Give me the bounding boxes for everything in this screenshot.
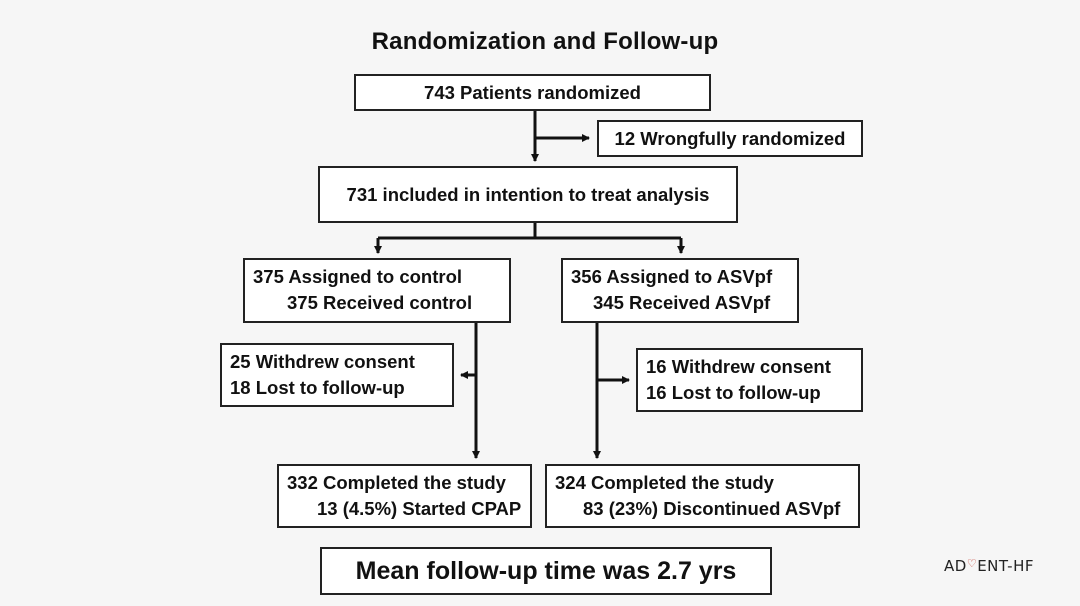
randomized-text: 743 Patients randomized [424,82,641,103]
itt-box: 731 included in intention to treat analy… [318,166,738,223]
mean-followup-box: Mean follow-up time was 2.7 yrs [320,547,772,595]
asv-lost-text: 16 Lost to follow-up [646,382,821,403]
wrongful-text: 12 Wrongfully randomized [614,128,846,149]
slide-title: Randomization and Follow-up [371,28,719,55]
asv-assigned-text: 356 Assigned to ASVpf [571,266,773,287]
itt-text: 731 included in intention to treat analy… [346,184,710,205]
wrongful-box: 12 Wrongfully randomized [597,120,863,157]
control-assigned-text: 375 Assigned to control [253,266,463,287]
asv-assigned-box: 356 Assigned to ASVpf 345 Received ASVpf [561,258,799,323]
logo-suffix: ENT-HF [977,557,1034,575]
control-received-text: 375 Received control [287,292,473,313]
asv-withdrawn-box: 16 Withdrew consent 16 Lost to follow-up [636,348,863,412]
asv-completed-box: 324 Completed the study 83 (23%) Discont… [545,464,860,528]
asv-received-text: 345 Received ASVpf [593,292,771,313]
control-lost-text: 18 Lost to follow-up [230,377,405,398]
mean-followup-text: Mean follow-up time was 2.7 yrs [355,557,737,585]
heart-icon: ♡ [966,557,978,570]
asv-withdrew-text: 16 Withdrew consent [646,356,831,377]
advent-hf-logo: AD♡ENT-HF [944,557,1034,575]
control-completed-box: 332 Completed the study 13 (4.5%) Starte… [277,464,532,528]
control-assigned-box: 375 Assigned to control 375 Received con… [243,258,511,323]
control-completed-text: 332 Completed the study [287,472,506,493]
asv-discontinued-text: 83 (23%) Discontinued ASVpf [583,498,841,519]
control-cpap-text: 13 (4.5%) Started CPAP [317,498,522,519]
randomized-box: 743 Patients randomized [354,74,711,111]
control-withdrew-text: 25 Withdrew consent [230,351,415,372]
control-withdrawn-box: 25 Withdrew consent 18 Lost to follow-up [220,343,454,407]
asv-completed-text: 324 Completed the study [555,472,774,493]
logo-prefix: AD [944,557,967,575]
